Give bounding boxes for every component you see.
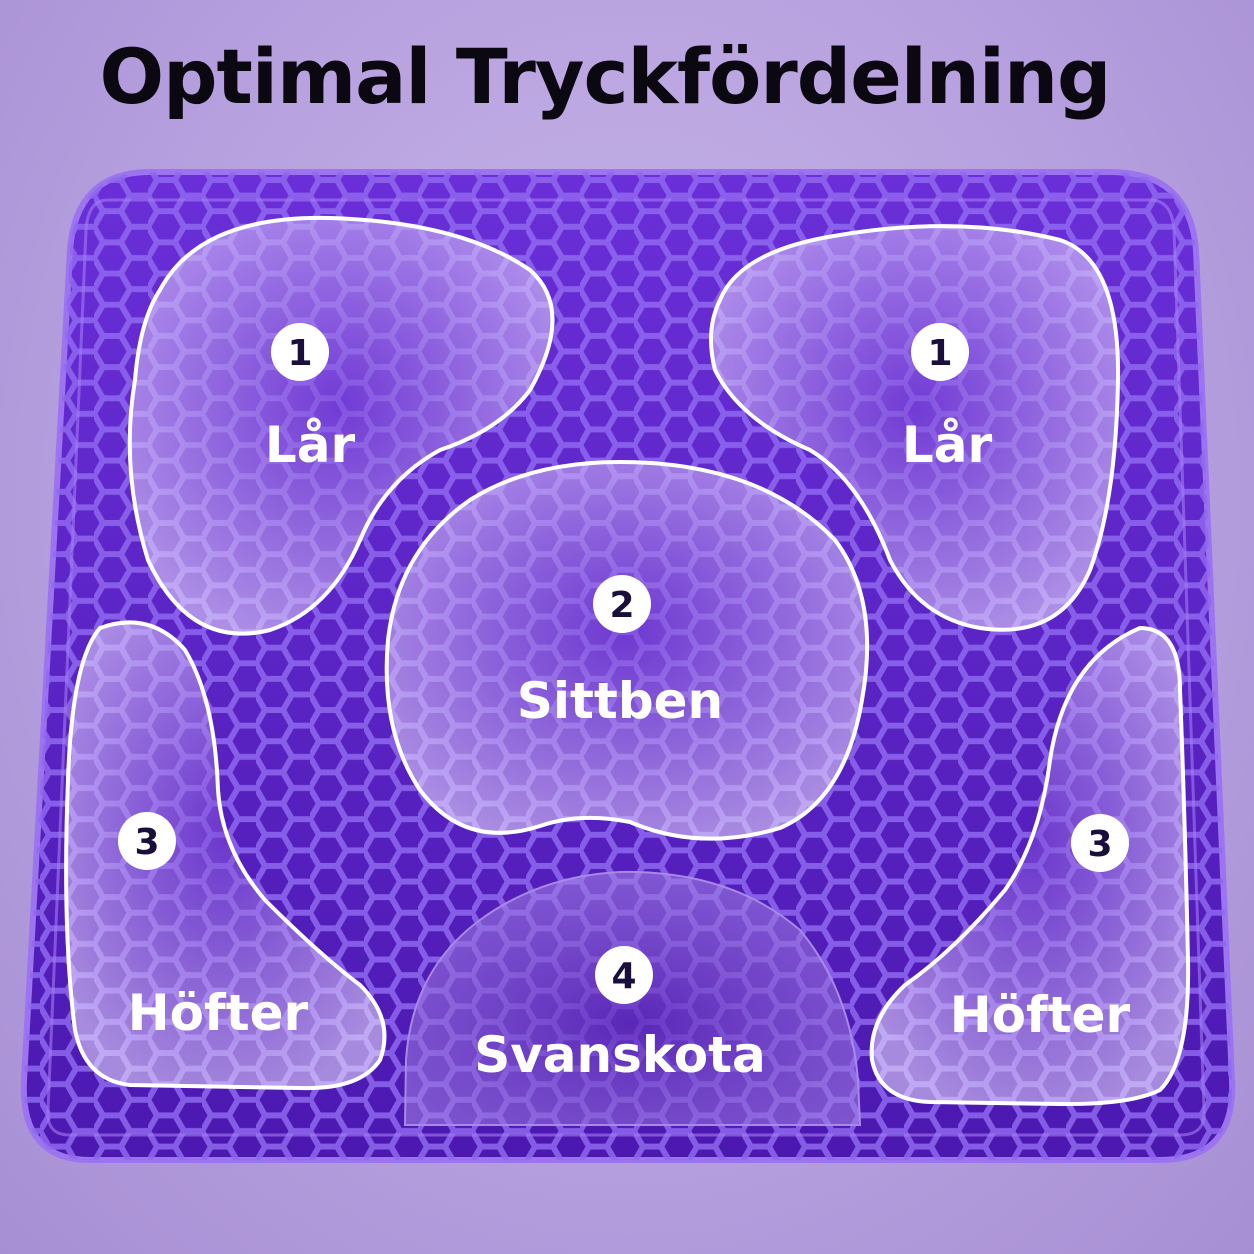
zone-badge — [271, 323, 329, 381]
zone-label: Höfter — [128, 984, 309, 1042]
zone-number: 1 — [287, 333, 312, 374]
zone-number: 3 — [1087, 824, 1112, 865]
zone-number: 2 — [609, 585, 634, 626]
page-title: Optimal Tryckfördelning — [99, 32, 1112, 121]
zone-number: 3 — [134, 822, 159, 863]
zone-label: Höfter — [950, 986, 1131, 1044]
zone-thigh-right: 1 Lår — [709, 224, 1121, 632]
zone-sitting-bones: 2 Sittben — [384, 459, 870, 841]
zone-badge — [911, 323, 969, 381]
zone-hip-left: 3 Höfter — [64, 620, 387, 1091]
zone-number: 4 — [611, 956, 636, 997]
zone-number: 1 — [927, 333, 952, 374]
zone-badge — [595, 946, 653, 1004]
zone-label: Lår — [265, 416, 356, 474]
zone-thigh-left: 1 Lår — [127, 215, 555, 636]
zone-badge — [118, 812, 176, 870]
zone-label: Lår — [902, 416, 993, 474]
zone-badge — [593, 575, 651, 633]
zone-tailbone: 4 Svanskota — [403, 870, 862, 1126]
zone-badge — [1071, 814, 1129, 872]
zone-label: Sittben — [517, 672, 723, 730]
zone-label: Svanskota — [474, 1026, 766, 1084]
zone-hip-right: 3 Höfter — [869, 625, 1191, 1107]
